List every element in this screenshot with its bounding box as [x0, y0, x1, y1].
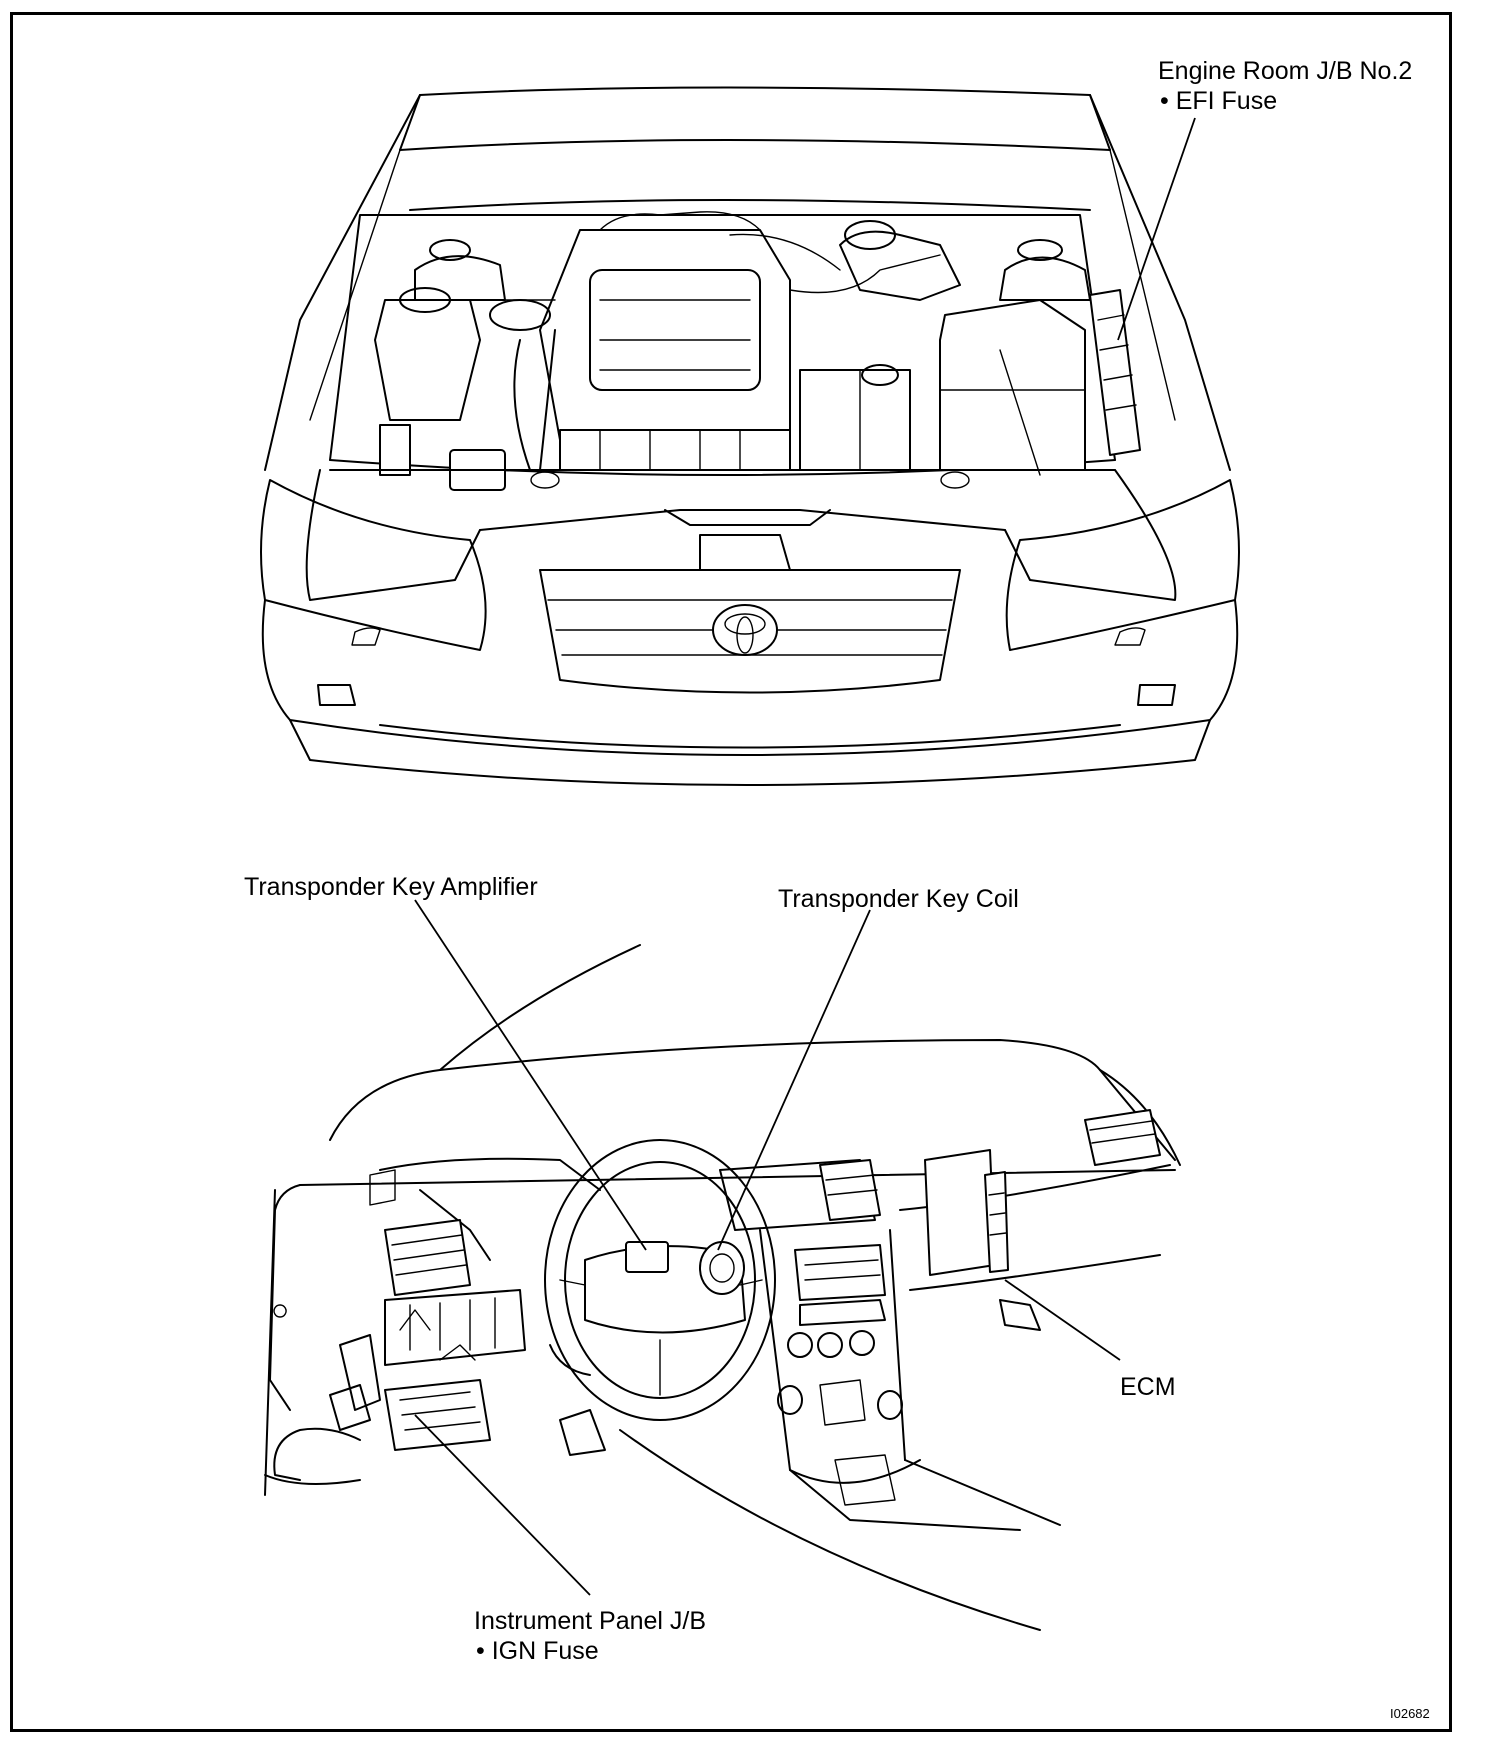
dashboard-illustration: [264, 944, 1181, 1631]
engine-components: [374, 211, 1091, 491]
left-air-vent: [384, 1219, 471, 1296]
center-console: [719, 1159, 1061, 1531]
toyota-emblem: [712, 604, 778, 656]
engine-room-jb-box: [1089, 289, 1141, 456]
label-engine-room-jb-title: Engine Room J/B No.2: [1158, 57, 1413, 85]
car-front-illustration: [260, 86, 1240, 786]
label-ecm: ECM: [1120, 1373, 1176, 1401]
leader-ecm: [1004, 1279, 1121, 1361]
leader-lines: [414, 117, 1196, 1596]
steering-wheel: [544, 1139, 776, 1421]
label-instrument-panel-jb: Instrument Panel J/B • IGN Fuse: [474, 1606, 706, 1666]
figure-reference-number: I02682: [1390, 1706, 1430, 1721]
instrument-panel-jb: [273, 1289, 526, 1481]
label-instrument-panel-jb-title: Instrument Panel J/B: [474, 1607, 707, 1635]
transponder-amplifier-module: [625, 1241, 669, 1273]
label-efi-fuse: • EFI Fuse: [1160, 87, 1278, 115]
label-ign-fuse: • IGN Fuse: [476, 1637, 599, 1665]
label-engine-room-jb: Engine Room J/B No.2 • EFI Fuse: [1158, 56, 1412, 116]
leader-transponder-amplifier: [414, 899, 647, 1251]
label-transponder-key-coil: Transponder Key Coil: [778, 885, 1019, 913]
leader-instrument-panel-jb: [414, 1414, 591, 1596]
leader-engine-room-jb: [1117, 117, 1196, 341]
right-air-vent: [1084, 1109, 1161, 1166]
leader-transponder-coil: [717, 909, 871, 1251]
transponder-key-coil: [699, 1241, 745, 1295]
ecm-unit: [924, 1149, 1009, 1276]
label-transponder-key-amplifier: Transponder Key Amplifier: [244, 873, 538, 901]
figure-frame: [10, 12, 1452, 1732]
